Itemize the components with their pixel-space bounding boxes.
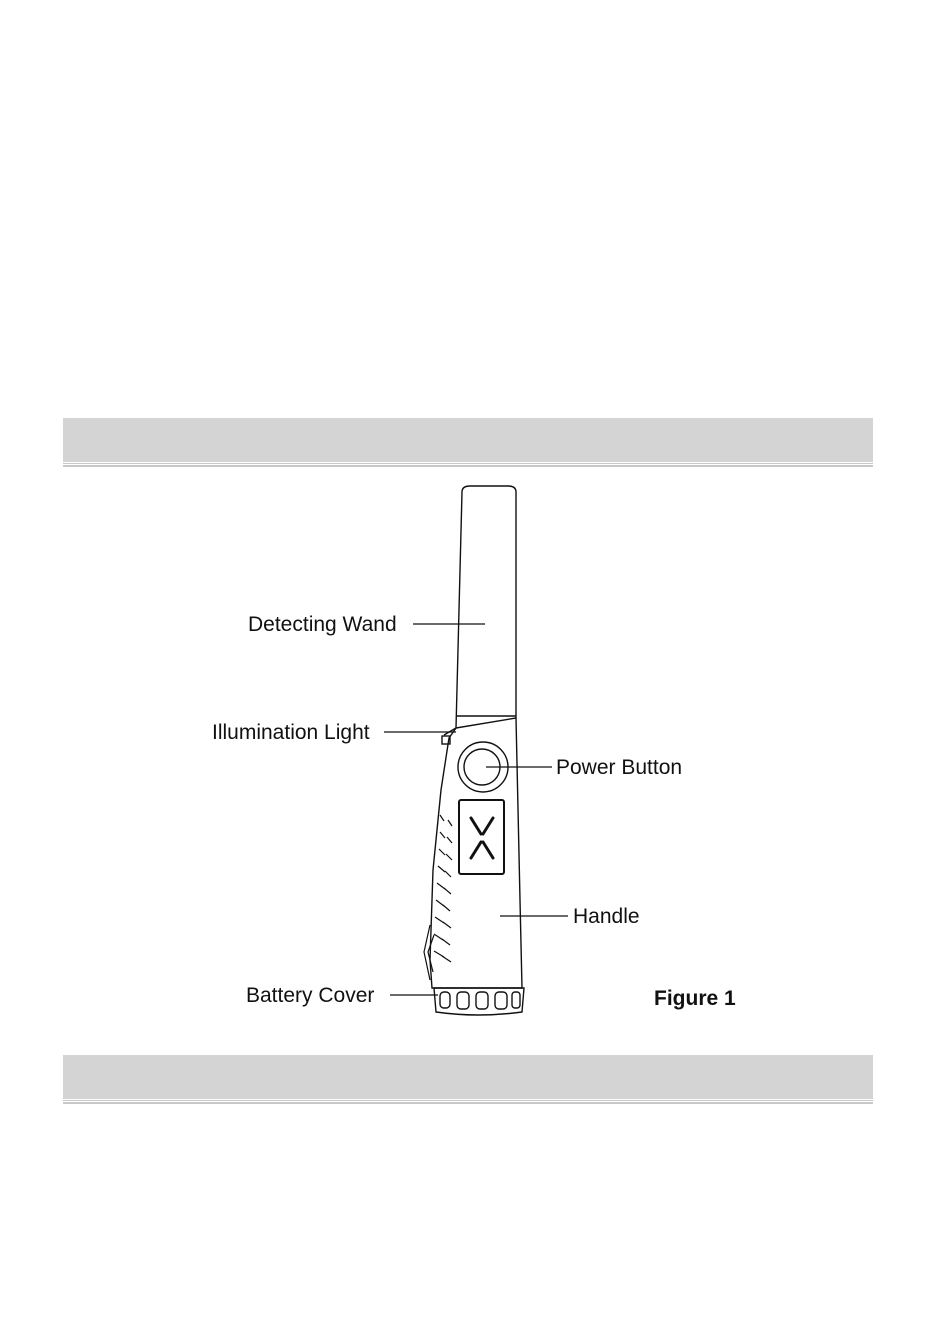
battery-cover-label: Battery Cover (246, 985, 374, 1006)
section-header-bar-bottom (63, 1055, 873, 1099)
section-divider-bottom (63, 1100, 873, 1104)
power-button-label: Power Button (556, 757, 682, 778)
led-display-drawing (459, 800, 504, 874)
illumination-light-label: Illumination Light (212, 722, 370, 743)
handle-label: Handle (573, 906, 640, 927)
battery-cover-drawing (434, 988, 524, 1015)
figure-caption: Figure 1 (654, 988, 736, 1009)
grip-texture-drawing (424, 815, 452, 980)
leader-lines (384, 624, 568, 995)
detecting-wand-drawing (456, 486, 516, 728)
detecting-wand-label: Detecting Wand (248, 614, 397, 635)
